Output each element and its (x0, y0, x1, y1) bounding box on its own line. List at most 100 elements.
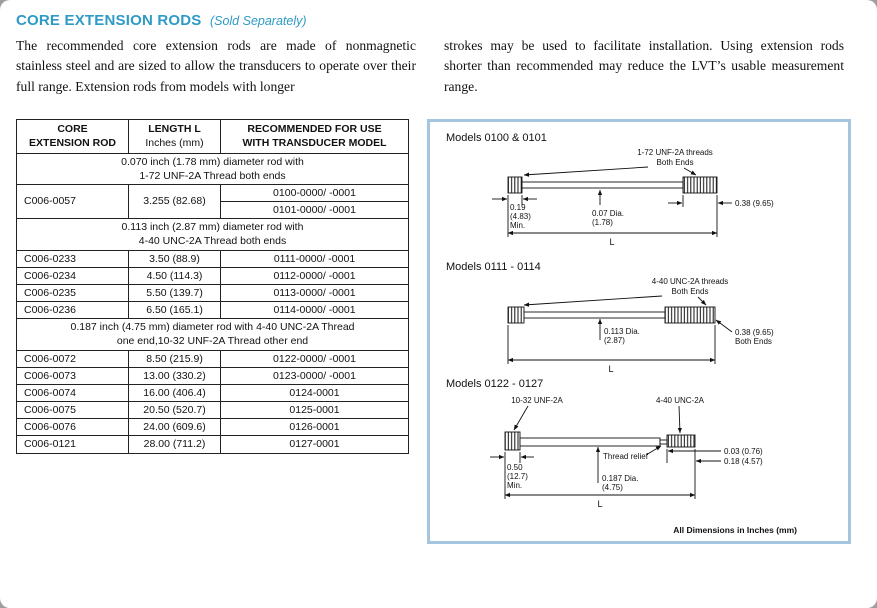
model-cell: 0113-0000/ -0001 (220, 283, 409, 303)
rod-cell: C006-0076 (16, 418, 129, 437)
rod-body (521, 181, 684, 189)
right-threaded-end (664, 306, 716, 324)
header-length: LENGTH L Inches (mm) (128, 119, 221, 154)
table-row: C006-0076 24.00 (609.6) 0126-0001 (16, 418, 409, 437)
table-row: C006-0057 3.255 (82.68) 0100-0000/ -0001 (16, 183, 409, 220)
dim-min-length-mm: (4.83) (510, 212, 531, 221)
intro-column-left: The recommended core extension rods are … (16, 38, 416, 94)
right-threaded-end (666, 434, 696, 448)
length-cell: 24.00 (609.6) (128, 418, 221, 437)
rod-cell: C006-0072 (16, 349, 129, 368)
note-line: one end,10-32 UNF-2A Thread other end (116, 335, 309, 348)
dim-overall-length: L (608, 364, 613, 374)
length-cell: 13.00 (330.2) (128, 366, 221, 385)
table-row: C006-0121 28.00 (711.2) 0127-0001 (16, 435, 409, 454)
dim-thread-length: 0.18 (4.57) (724, 457, 763, 466)
leader-lines (513, 405, 682, 456)
rod-cell: C006-0121 (16, 435, 129, 454)
dimensions-units-note: All Dimensions in Inches (mm) (673, 525, 797, 536)
length-cell: 28.00 (711.2) (128, 435, 221, 454)
table-row: C006-0235 5.50 (139.7) 0113-0000/ -0001 (16, 283, 409, 303)
section-note-row: 0.113 inch (2.87 mm) diameter rod with 4… (16, 218, 409, 251)
header-recommended-model: RECOMMENDED FOR USE WITH TRANSDUCER MODE… (220, 119, 409, 154)
rod-cell: C006-0234 (16, 266, 129, 285)
table-row: C006-0072 8.50 (215.9) 0122-0000/ -0001 (16, 349, 409, 368)
rod-cell: C006-0073 (16, 366, 129, 385)
thread-spec-label: Both Ends (657, 158, 694, 167)
intro-text: The recommended core extension rods are … (16, 36, 861, 97)
dim-min-length: 0.19 (510, 203, 526, 212)
table-row: C006-0073 13.00 (330.2) 0123-0000/ -0001 (16, 366, 409, 385)
diagram-models-0122-0127: 10-32 UNF-2A 4-40 UNC-2A (490, 396, 763, 509)
section-note-row: 0.070 inch (1.78 mm) diameter rod with 1… (16, 152, 409, 185)
model-cell: 0111-0000/ -0001 (220, 249, 409, 268)
content-row: CORE EXTENSION ROD LENGTH L Inches (mm) … (16, 119, 861, 545)
section-note: 0.070 inch (1.78 mm) diameter rod with 1… (16, 152, 409, 185)
model-cell: 0127-0001 (220, 435, 409, 454)
length-cell: 3.50 (88.9) (128, 249, 221, 268)
dim-diameter-mm: (4.75) (602, 483, 623, 492)
diagram-models-0111-0114: 4-40 UNC-2A threads Both Ends 0.113 Dia. (507, 277, 774, 374)
dimension-lines (490, 446, 721, 500)
dim-relief-width: 0.03 (0.76) (724, 447, 763, 456)
length-cell: 8.50 (215.9) (128, 349, 221, 368)
left-threaded-end (507, 176, 523, 194)
length-cell: 5.50 (139.7) (128, 283, 221, 303)
thread-spec-left-label: 10-32 UNF-2A (511, 396, 563, 405)
dim-overall-length: L (597, 499, 602, 509)
note-line: 0.187 inch (4.75 mm) diameter rod with 4… (70, 321, 355, 334)
model-cell: 0126-0001 (220, 418, 409, 437)
dim-overall-length: L (609, 237, 614, 247)
header-core-extension-rod: CORE EXTENSION ROD (16, 119, 129, 154)
right-threaded-end (682, 176, 718, 194)
model-cell: 0124-0001 (220, 383, 409, 403)
dim-thread-length: 0.38 (9.65) (735, 199, 774, 208)
thread-relief-label: Thread relief (603, 452, 649, 461)
model-cell: 0122-0000/ -0001 (220, 349, 409, 368)
model-cell: 0112-0000/ -0001 (220, 266, 409, 285)
dim-min-label: Min. (507, 481, 522, 490)
rod-body (519, 437, 661, 447)
section-title: CORE EXTENSION RODS (16, 12, 202, 29)
table-row: C006-0075 20.50 (520.7) 0125-0001 (16, 401, 409, 420)
dim-thread-length: 0.38 (9.65) (735, 328, 774, 337)
header-text: RECOMMENDED FOR USE (247, 123, 382, 136)
thread-relief-groove (659, 439, 668, 445)
length-cell: 4.50 (114.3) (128, 266, 221, 285)
header-text: EXTENSION ROD (29, 137, 116, 150)
model-cell: 0100-0000/ -0001 (220, 183, 409, 203)
note-line: 4-40 UNC-2A Thread both ends (138, 235, 287, 248)
section-note: 0.113 inch (2.87 mm) diameter rod with 4… (16, 218, 409, 251)
rod-body (523, 311, 666, 319)
dim-diameter: 0.113 Dia. (604, 327, 640, 336)
dim-diameter: 0.07 Dia. (592, 209, 624, 218)
rod-cell: C006-0233 (16, 249, 129, 268)
dim-thread-length-note: Both Ends (735, 337, 772, 346)
length-cell: 3.255 (82.68) (128, 183, 221, 220)
dimension-lines (492, 189, 732, 238)
table-header-row: CORE EXTENSION ROD LENGTH L Inches (mm) … (16, 119, 409, 154)
table-row: C006-0233 3.50 (88.9) 0111-0000/ -0001 (16, 249, 409, 268)
note-line: 0.113 inch (2.87 mm) diameter rod with (121, 221, 304, 234)
note-line: 0.070 inch (1.78 mm) diameter rod with (121, 155, 304, 168)
length-cell: 6.50 (165.1) (128, 301, 221, 320)
section-note: 0.187 inch (4.75 mm) diameter rod with 4… (16, 318, 409, 351)
rod-cell: C006-0057 (16, 183, 129, 220)
note-line: 1-72 UNF-2A Thread both ends (139, 169, 286, 182)
rod-cell: C006-0075 (16, 401, 129, 420)
length-cell: 20.50 (520.7) (128, 401, 221, 420)
dim-diameter-mm: (2.87) (604, 336, 625, 345)
length-cell: 16.00 (406.4) (128, 383, 221, 403)
thread-spec-label: Both Ends (672, 287, 709, 296)
dim-min-length: 0.50 (507, 463, 523, 472)
diagram-title-0122-0127: Models 0122 - 0127 (446, 378, 544, 391)
diagram-models-0100-0101: 1-72 UNF-2A threads Both Ends (492, 148, 774, 247)
dimension-drawings-panel: Models 0100 & 0101 1-72 UNF-2A threads B… (427, 119, 851, 545)
header-text: WITH TRANSDUCER MODEL (242, 137, 387, 150)
dim-diameter: 0.187 Dia. (602, 474, 638, 483)
left-threaded-end (507, 306, 525, 324)
diagram-title-0100-0101: Models 0100 & 0101 (446, 132, 547, 145)
rod-cell: C006-0235 (16, 283, 129, 303)
model-cell: 0125-0001 (220, 401, 409, 420)
